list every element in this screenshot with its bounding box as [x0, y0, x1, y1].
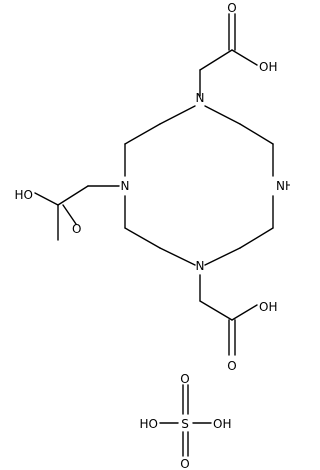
- arm-bond: [34, 192, 59, 206]
- nitrogen-left: N: [121, 179, 130, 193]
- sulfur-atom: S: [181, 417, 189, 431]
- sulfate-oxygen-bottom: O: [180, 457, 189, 470]
- sulfate-hydroxyl-right: OH: [213, 417, 231, 431]
- arm-bond: [57, 185, 89, 206]
- carbonyl-oxygen-left: O: [72, 222, 81, 236]
- hydroxyl-bottom: OH: [259, 300, 277, 314]
- hydroxyl-top: OH: [259, 60, 277, 74]
- ring-bond: [159, 105, 196, 125]
- cyclen-triacetic-acid-sulfate-structure: N N N NH OH O HO O OH O S O O HO OH: [15, 1, 290, 470]
- carbonyl-bond: [62, 204, 77, 225]
- ring-bond: [239, 227, 274, 249]
- nitrogen-bottom: N: [196, 259, 205, 273]
- arm-bond: [231, 304, 258, 321]
- ring-bond: [159, 247, 196, 266]
- sulfate-oxygen-top: O: [180, 372, 189, 386]
- ring-bond: [204, 105, 241, 125]
- ring-bond: [239, 123, 274, 145]
- nitrogen-top: N: [196, 91, 205, 105]
- sulfate-hydroxyl-left: HO: [140, 417, 158, 431]
- arm-bond: [231, 49, 258, 66]
- carbonyl-oxygen-bottom: O: [227, 359, 236, 373]
- arm-bond: [199, 300, 233, 321]
- bonds: [34, 13, 274, 457]
- ring-bond: [124, 227, 161, 249]
- arm-bond: [199, 49, 233, 71]
- hydroxyl-left: HO: [15, 188, 33, 202]
- amine-nh-right: NH: [276, 179, 290, 193]
- ring-bond: [204, 247, 241, 266]
- atom-labels: N N N NH OH O HO O OH O S O O HO OH: [15, 1, 290, 470]
- ring-bond: [124, 123, 161, 145]
- carbonyl-oxygen-top: O: [227, 1, 236, 15]
